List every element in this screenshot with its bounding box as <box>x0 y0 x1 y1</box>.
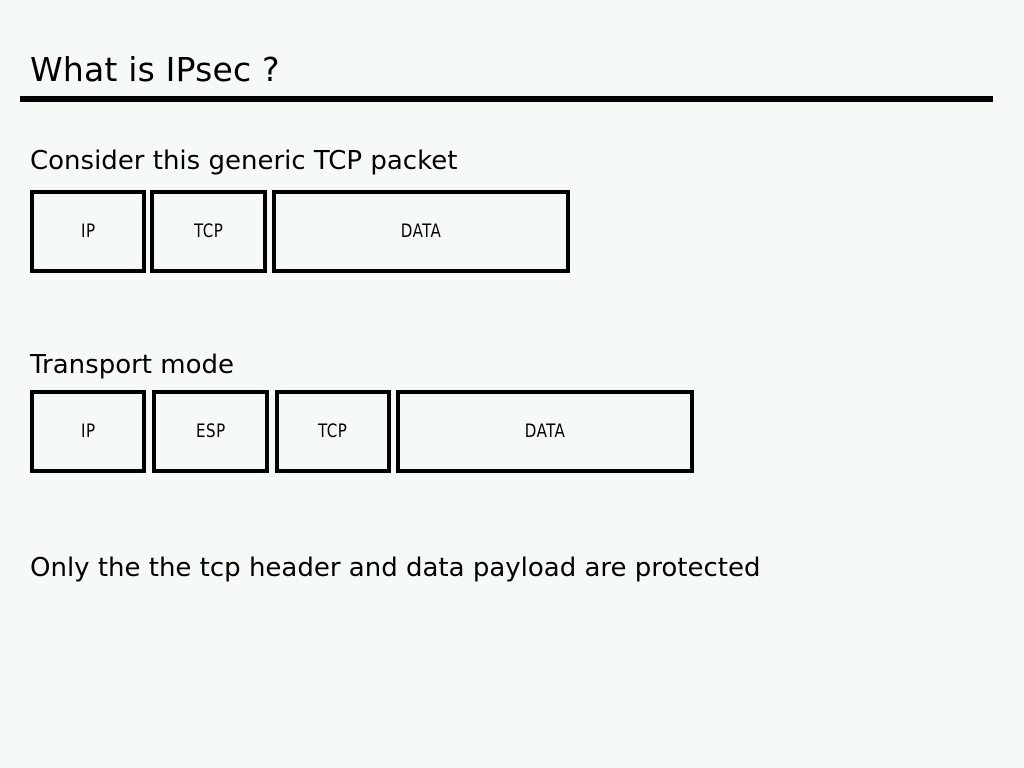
packet-field-esp: ESP <box>152 390 269 473</box>
packet-field-ip: IP <box>30 190 146 273</box>
packet-diagram-generic-tcp: IP TCP DATA <box>30 190 575 273</box>
packet-field-label: DATA <box>400 220 442 242</box>
section-heading-generic-packet: Consider this generic TCP packet <box>30 146 458 176</box>
packet-field-label: TCP <box>193 220 224 242</box>
section-heading-transport-mode: Transport mode <box>30 350 235 380</box>
packet-diagram-transport-mode: IP ESP TCP DATA <box>30 390 698 473</box>
packet-field-label: IP <box>80 420 96 442</box>
packet-field-label: TCP <box>318 420 348 442</box>
protection-note: Only the the tcp header and data payload… <box>30 553 761 583</box>
packet-field-tcp: TCP <box>275 390 391 473</box>
title-divider-rule <box>20 96 993 102</box>
packet-field-label: IP <box>80 220 96 242</box>
packet-field-data: DATA <box>396 390 694 473</box>
packet-field-data: DATA <box>272 190 570 273</box>
packet-field-ip: IP <box>30 390 146 473</box>
packet-field-tcp: TCP <box>150 190 267 273</box>
packet-field-label: DATA <box>524 420 566 442</box>
packet-field-label: ESP <box>195 420 226 442</box>
page-title: What is IPsec ? <box>30 50 280 89</box>
